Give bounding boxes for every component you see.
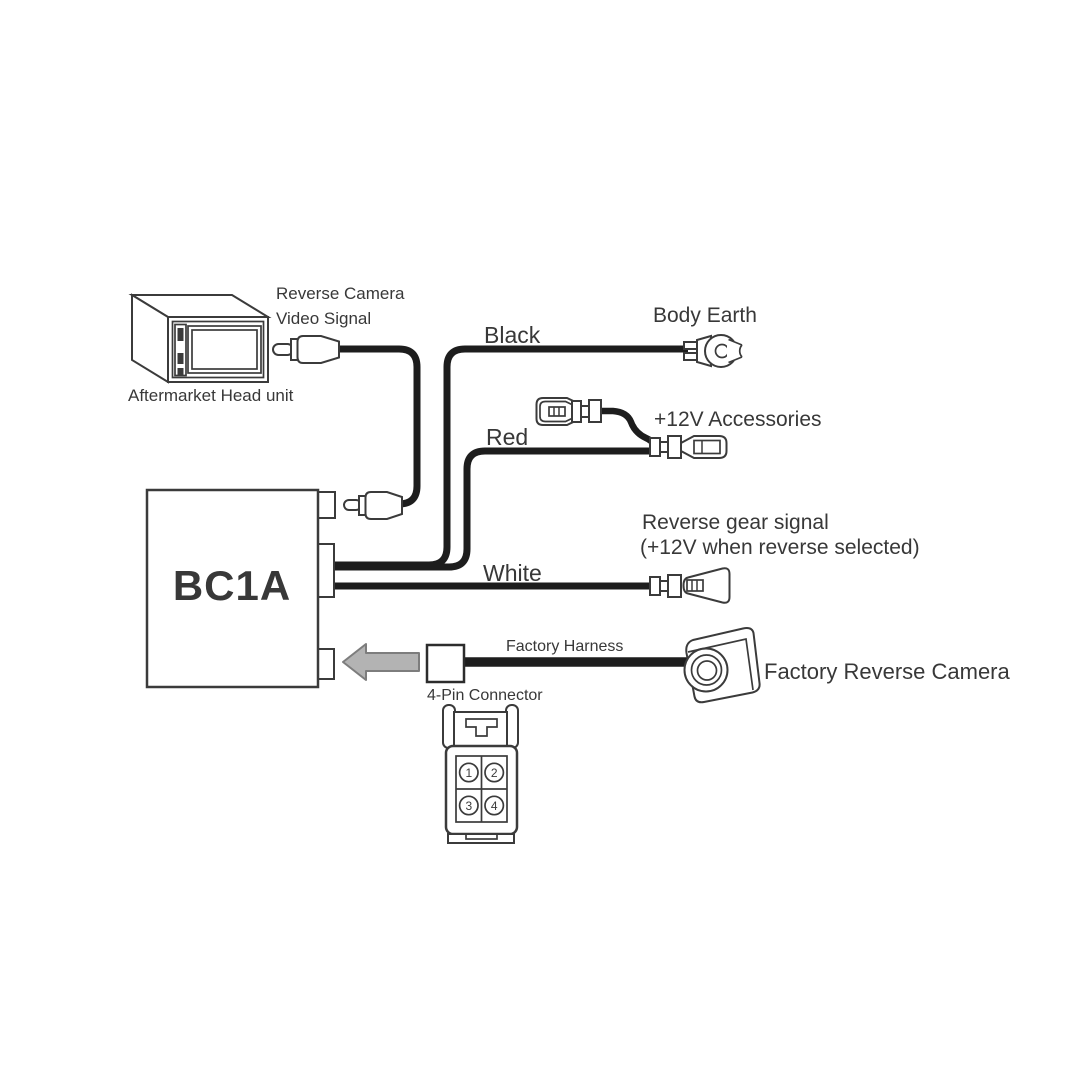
bullet-neck bbox=[580, 405, 590, 418]
crimp-prong bbox=[683, 341, 698, 350]
bullet-collar bbox=[571, 400, 582, 423]
bullet-body bbox=[649, 437, 661, 457]
rca-signal-label-line1: Reverse Camera bbox=[276, 284, 405, 303]
fork-jaw-inner bbox=[738, 344, 743, 358]
pin-number-2: 2 bbox=[491, 766, 498, 780]
spade-sleeve bbox=[693, 439, 721, 455]
red-wire bbox=[335, 447, 653, 571]
rca-body bbox=[296, 335, 340, 364]
spade-blade bbox=[548, 406, 566, 417]
head-unit-screen-inner bbox=[191, 329, 258, 370]
pin-number-4: 4 bbox=[491, 799, 498, 813]
red-wire-terminal bbox=[649, 435, 728, 459]
pin-circle-1 bbox=[458, 762, 479, 783]
female-spade-housing-inner bbox=[539, 400, 576, 423]
red-pigtail-wire bbox=[600, 407, 658, 447]
rca-cable bbox=[338, 345, 421, 508]
rca-signal-label-line2: Video Signal bbox=[276, 309, 371, 328]
black-wire-label: Black bbox=[484, 322, 541, 348]
bullet-neck bbox=[659, 580, 669, 592]
connector-latch-housing bbox=[453, 711, 508, 749]
reverse-signal-label-line2: (+12V when reverse selected) bbox=[640, 536, 920, 559]
head-unit-button bbox=[177, 368, 184, 376]
fork-opening bbox=[727, 341, 747, 361]
factory-camera bbox=[683, 627, 761, 704]
four-pin-connector-label: 4-Pin Connector bbox=[427, 687, 543, 704]
red-wire-label: Red bbox=[486, 424, 528, 450]
factory-harness-label: Factory Harness bbox=[506, 638, 623, 655]
white-wire-label: White bbox=[483, 560, 542, 586]
bc1a-body bbox=[145, 488, 320, 689]
black-wire bbox=[335, 345, 688, 569]
pin-number-3: 3 bbox=[465, 799, 472, 813]
head-unit-button bbox=[177, 353, 184, 364]
four-pin-connector-plug bbox=[425, 643, 466, 684]
camera-lens-inner bbox=[696, 660, 718, 681]
white-wire-terminal bbox=[649, 567, 731, 604]
fork-jaw-top bbox=[728, 338, 743, 346]
red-spade-pigtail bbox=[535, 397, 602, 426]
connector-latch-tab bbox=[465, 718, 498, 737]
bullet-neck bbox=[659, 441, 669, 453]
bullet-collar bbox=[667, 435, 682, 459]
bullet-collar bbox=[667, 574, 682, 598]
bullet-body bbox=[588, 399, 602, 423]
four-pin-connector-detail: 1 2 3 4 bbox=[442, 704, 519, 844]
reverse-signal-label-line1: Reverse gear signal bbox=[642, 511, 829, 534]
pin-number-1: 1 bbox=[465, 766, 472, 780]
pin-circle-4 bbox=[484, 795, 505, 816]
aftermarket-head-unit bbox=[128, 293, 272, 384]
crimp-prong bbox=[683, 352, 698, 361]
bc1a-box: BC1A bbox=[145, 488, 336, 689]
body-earth-terminal bbox=[683, 334, 747, 368]
camera-lens-mid bbox=[690, 654, 723, 686]
rca-plug-head-unit bbox=[272, 335, 340, 364]
head-unit-front-face bbox=[167, 316, 269, 383]
pin-circle-2 bbox=[484, 762, 505, 783]
accessories-label: +12V Accessories bbox=[654, 408, 822, 431]
rca-plug-bc1a bbox=[343, 491, 403, 520]
female-spade-housing-right bbox=[680, 435, 728, 459]
female-spade-housing-flare bbox=[682, 567, 731, 604]
connector-bottom-notch bbox=[465, 833, 498, 840]
rca-body bbox=[364, 491, 403, 520]
arrow-left-icon bbox=[342, 643, 420, 681]
head-unit-screen bbox=[187, 325, 262, 374]
head-unit-bezel bbox=[171, 320, 265, 379]
head-unit-caption: Aftermarket Head unit bbox=[128, 386, 294, 405]
fork-jaw-bottom bbox=[728, 356, 743, 364]
body-earth-label: Body Earth bbox=[653, 304, 757, 327]
factory-camera-label: Factory Reverse Camera bbox=[764, 659, 1011, 684]
spade-blade bbox=[686, 579, 704, 592]
bc1a-label: BC1A bbox=[173, 562, 291, 609]
bullet-body bbox=[649, 576, 661, 596]
head-unit-button bbox=[177, 328, 184, 341]
female-spade-housing-left bbox=[535, 397, 580, 426]
pin-circle-3 bbox=[458, 795, 479, 816]
